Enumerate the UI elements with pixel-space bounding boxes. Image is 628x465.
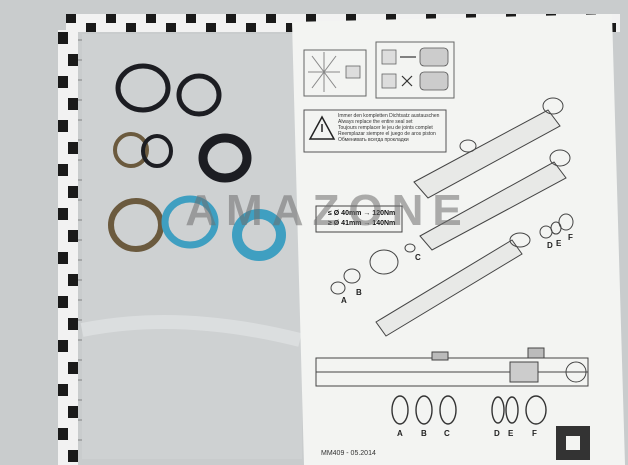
blue-wiper-ring: [232, 209, 286, 261]
document-code: MM409 - 05.2014: [321, 450, 376, 457]
warning-line-fr: Toujours remplacer le jeu de joints comp…: [338, 125, 433, 131]
part-label-c: C: [415, 253, 421, 262]
warning-line-en: Always replace the entire seal set: [338, 119, 413, 125]
blue-seal-ring: [161, 195, 219, 249]
torque-spec-small: ≤ Ø 40mm → 120Nm: [328, 210, 396, 217]
bronze-ring-small: [113, 132, 149, 168]
part-label-e: E: [556, 239, 562, 248]
bottom-label-b: B: [421, 429, 427, 438]
part-label-a: A: [341, 296, 347, 305]
bottom-label-c: C: [444, 429, 450, 438]
o-ring-small: [141, 134, 173, 168]
brand-watermark: AMAZONE: [185, 186, 471, 235]
part-label-b: B: [356, 288, 362, 297]
torque-spec-large: ≥ Ø 41mm → 140Nm: [328, 220, 396, 227]
warning-line-ru: Обменивать всегда прокладки: [338, 137, 409, 143]
bottom-label-e: E: [508, 429, 514, 438]
part-label-f: F: [568, 233, 573, 242]
bottom-label-a: A: [397, 429, 403, 438]
bottom-label-f: F: [532, 429, 537, 438]
bronze-guide-ring: [108, 198, 164, 252]
wiper-seal-dark: [198, 133, 252, 183]
bottom-label-d: D: [494, 429, 500, 438]
part-label-d: D: [547, 241, 553, 250]
o-ring-large: [115, 63, 171, 113]
warning-line-de: Immer den kompletten Dichtsatz austausch…: [338, 113, 440, 119]
warning-line-es: Reemplazar siempre el juego de aros pist…: [338, 131, 436, 137]
o-ring-medium: [176, 73, 222, 117]
